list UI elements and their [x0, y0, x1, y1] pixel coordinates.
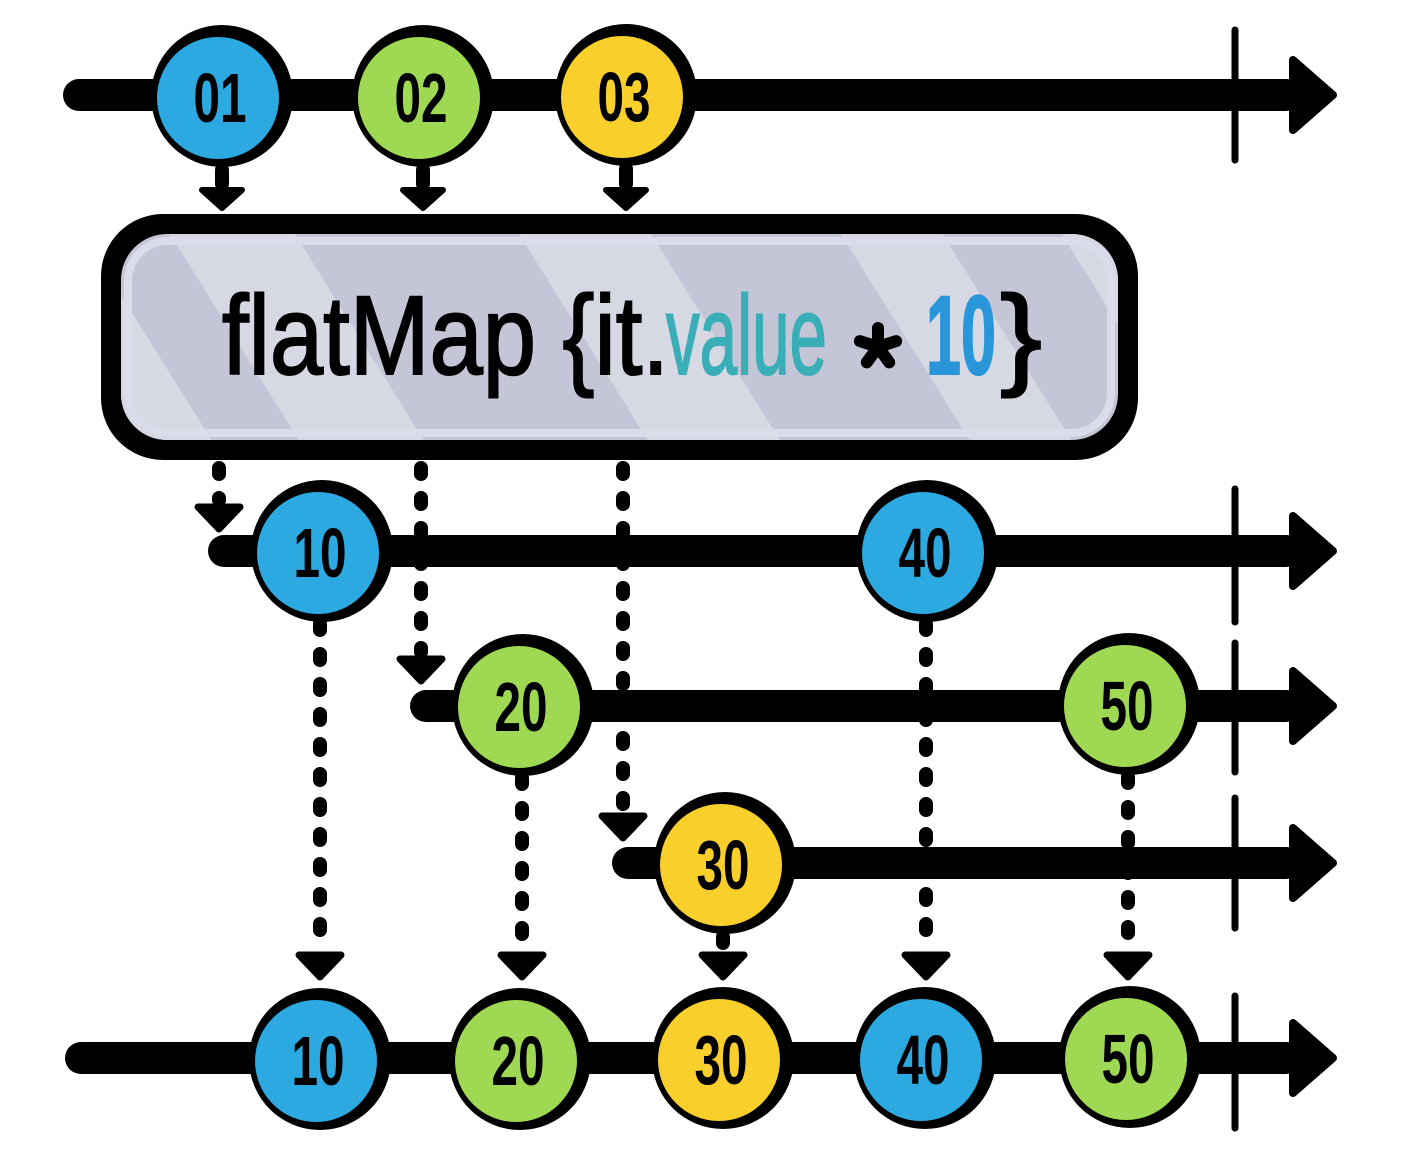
svg-text:30: 30: [695, 1021, 748, 1099]
svg-text:flatMap {it.: flatMap {it.: [222, 273, 669, 398]
svg-text:20: 20: [492, 1022, 545, 1100]
svg-text:20: 20: [495, 668, 548, 746]
svg-text:30: 30: [697, 826, 750, 904]
svg-text:40: 40: [897, 1021, 950, 1099]
svg-text:50: 50: [1102, 1020, 1155, 1098]
svg-text:}: }: [1000, 273, 1042, 398]
svg-text:10: 10: [292, 1022, 345, 1100]
svg-text:10: 10: [926, 273, 996, 398]
svg-text:10: 10: [294, 514, 347, 592]
svg-text:02: 02: [395, 59, 448, 137]
svg-text:01: 01: [194, 59, 247, 137]
svg-text:50: 50: [1101, 667, 1154, 745]
svg-text:40: 40: [899, 514, 952, 592]
svg-text:value: value: [666, 273, 827, 398]
svg-text:03: 03: [598, 58, 651, 136]
